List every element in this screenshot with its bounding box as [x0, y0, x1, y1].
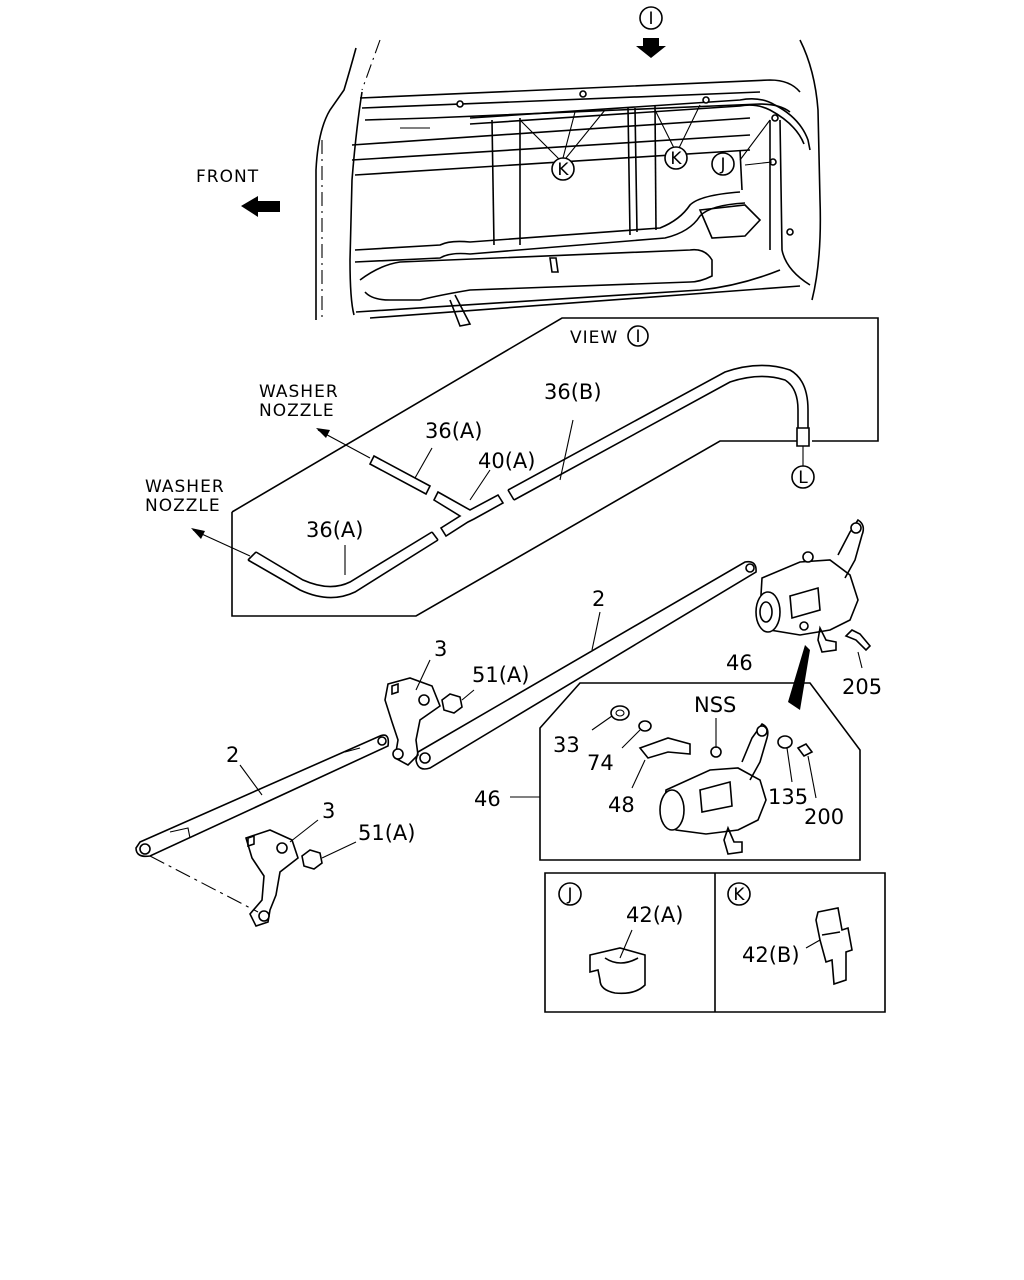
clip-42b-label: 42(B): [742, 943, 800, 967]
link-2-upper-label: 2: [592, 587, 605, 611]
clip-detail-boxes: J 42(A) K 42(B): [544, 872, 886, 1013]
washer-nozzle-upper-line2: NOZZLE: [259, 401, 335, 421]
box-k-callout: [727, 882, 751, 906]
washer-nozzle-lower-line2: NOZZLE: [145, 496, 221, 516]
svg-text:J: J: [719, 155, 725, 175]
hose-36a-top-label: 36(A): [425, 419, 482, 443]
callout-j: J: [711, 152, 735, 176]
svg-text:J: J: [566, 885, 572, 905]
view-i-indicator: I: [636, 6, 666, 58]
callout-k-left: K: [551, 157, 575, 181]
nut-51a-upper-label: 51(A): [472, 663, 529, 687]
front-label: FRONT: [196, 167, 259, 187]
vehicle-rear-body-view: [315, 39, 822, 327]
view-label: VIEW: [570, 328, 618, 348]
hose-36a-bottom-label: 36(A): [306, 518, 363, 542]
motor-46-top-label: 46: [726, 651, 753, 675]
motor-46-box-label: 46: [474, 787, 501, 811]
callout-l: [791, 465, 815, 489]
part-74-label: 74: [587, 751, 614, 775]
svg-text:K: K: [670, 149, 682, 169]
washer-nozzle-upper-line1: WASHER: [259, 382, 339, 402]
box-j-callout: [558, 882, 582, 906]
view-i-hose-panel: VIEW I L WASHER NOZZLE WASHER NOZZLE: [145, 317, 879, 617]
wiper-linkage: 2 2 3 51(A) 3 51(A): [135, 560, 757, 927]
pivot-3-upper-label: 3: [434, 637, 447, 661]
pivot-3-lower-label: 3: [322, 799, 335, 823]
motor-assembly-top: 46 205: [726, 518, 882, 710]
washer-nozzle-lower-line1: WASHER: [145, 477, 225, 497]
hose-36b-label: 36(B): [544, 380, 602, 404]
part-200-label: 200: [804, 805, 844, 829]
view-label-callout: I: [635, 327, 640, 347]
callout-k-right: K: [664, 146, 688, 170]
down-arrow-icon: [636, 38, 666, 58]
bolt-205-label: 205: [842, 675, 882, 699]
nss-label: NSS: [694, 693, 736, 717]
part-33-label: 33: [553, 733, 580, 757]
joint-40a-label: 40(A): [478, 449, 535, 473]
view-i-callout: I: [648, 9, 653, 29]
part-135-label: 135: [768, 785, 808, 809]
part-48-label: 48: [608, 793, 635, 817]
nut-51a-lower-label: 51(A): [358, 821, 415, 845]
svg-text:L: L: [798, 468, 808, 488]
svg-text:K: K: [557, 160, 569, 180]
clip-42a-label: 42(A): [626, 903, 683, 927]
front-arrow-icon: [241, 196, 280, 217]
motor-detail-box: 46 33 74 48 NSS 135 200: [474, 682, 861, 861]
svg-text:K: K: [733, 885, 745, 905]
detail-pointer-icon: [788, 645, 810, 710]
link-2-lower-label: 2: [226, 743, 239, 767]
